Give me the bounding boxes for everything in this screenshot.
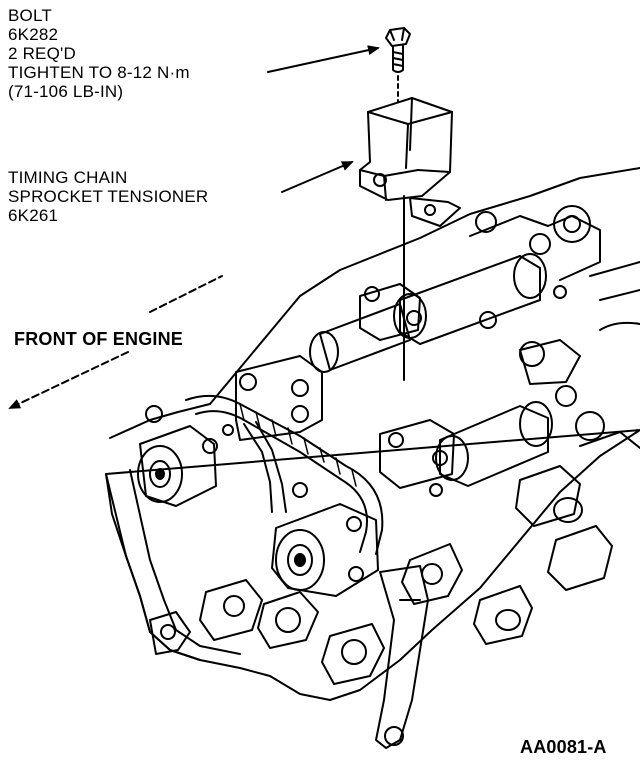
bolt-callout-line-3: 2 REQ'D: [8, 44, 76, 63]
bolt-callout-line-4: TIGHTEN TO 8-12 N·m: [8, 63, 190, 82]
cylinder-head-outline: [105, 167, 640, 701]
front-of-engine-label: FRONT OF ENGINE: [14, 329, 183, 349]
exhaust-camshaft: [435, 339, 605, 487]
lower-head-features: [149, 543, 463, 685]
tensioner-icon: [359, 97, 461, 381]
timing-chain: [185, 394, 384, 555]
intake-sprocket: [137, 405, 234, 507]
tensioner-callout-line-1: TIMING CHAIN: [8, 168, 128, 187]
intake-camshaft: [309, 205, 601, 373]
bolt-callout-line-2: 6K282: [8, 25, 59, 44]
front-arrow-lower: [8, 351, 129, 409]
bearing-caps: [235, 283, 567, 497]
front-arrow-upper: [149, 275, 223, 313]
tensioner-callout-line-3: 6K261: [8, 206, 59, 225]
figure-id: AA0081-A: [520, 737, 607, 757]
tensioner-leader: [281, 161, 354, 193]
bolt-leader: [267, 45, 380, 73]
front-cover-edge: [105, 473, 201, 661]
exhaust-sprocket: [271, 482, 379, 597]
tensioner-callout: TIMING CHAIN SPROCKET TENSIONER 6K261: [8, 168, 208, 225]
bolt-icon: [385, 27, 411, 181]
bolt-callout: BOLT 6K282 2 REQ'D TIGHTEN TO 8-12 N·m (…: [8, 6, 190, 101]
tensioner-callout-line-2: SPROCKET TENSIONER: [8, 187, 209, 206]
bolt-callout-line-5: (71-106 LB-IN): [8, 82, 124, 101]
bolt-callout-line-1: BOLT: [8, 6, 52, 25]
right-side-ports: [473, 261, 640, 645]
mounting-bracket: [375, 565, 429, 749]
